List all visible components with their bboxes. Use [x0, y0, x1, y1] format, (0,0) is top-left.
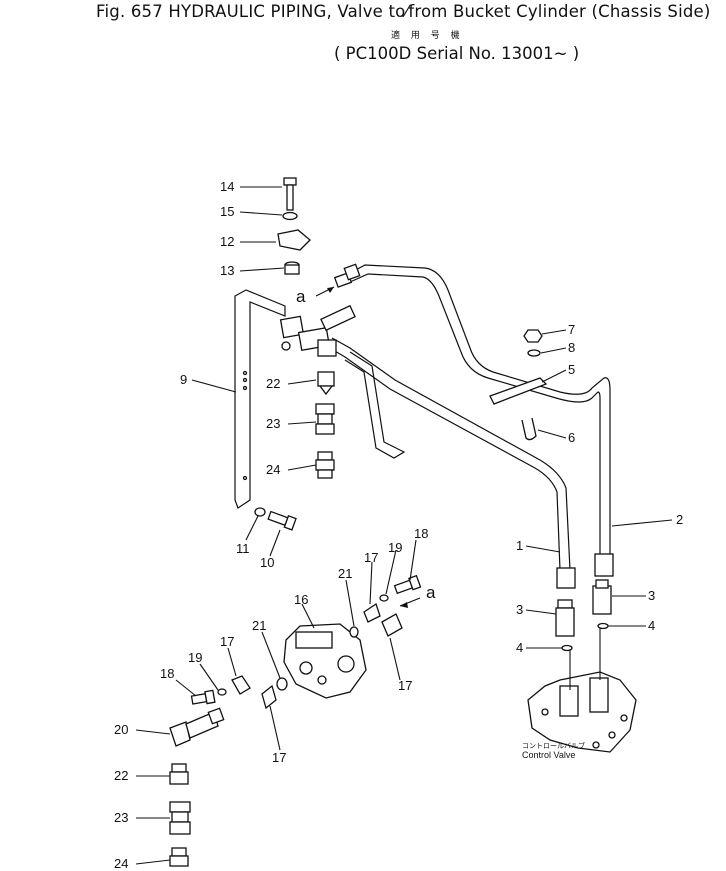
- bolt-18-left: [190, 689, 216, 705]
- nut-7: [523, 329, 543, 343]
- bracket-9: [234, 289, 286, 509]
- elbow-22-lower: [169, 763, 189, 785]
- callout-16: 16: [294, 592, 308, 607]
- view-marker-a-lower: a: [426, 583, 436, 602]
- elbow-20: [169, 707, 225, 747]
- hydraulic-pipe-1: [331, 337, 571, 571]
- callout-10: 10: [260, 555, 274, 570]
- callout-21-left: 21: [252, 618, 266, 633]
- applicable-models-jp: 適 用 号 機: [391, 31, 464, 41]
- bracket-hole: [242, 370, 248, 376]
- flange-half-17-upper-left: [231, 675, 251, 695]
- leader-lines: [135, 186, 673, 865]
- valve-body-16: [283, 623, 367, 699]
- callout-11: 11: [236, 541, 250, 556]
- hydraulic-pipe-1-edge: [327, 346, 561, 571]
- callout-17-left-lower: 17: [272, 750, 286, 765]
- clamp-12: [277, 229, 311, 251]
- figure-title: Fig. 657 HYDRAULIC PIPING, Valve to⁄from…: [96, 2, 711, 21]
- bracket-hole: [242, 385, 248, 391]
- o-ring-21-right: [349, 626, 359, 638]
- callout-3-left: 3: [516, 602, 523, 617]
- callout-21-right: 21: [338, 566, 352, 581]
- callout-1: 1: [516, 538, 523, 553]
- o-ring-4-right: [597, 622, 609, 630]
- callout-12: 12: [220, 234, 234, 249]
- spacer-13: [284, 261, 300, 275]
- flange-half-17-lower-left: [261, 684, 277, 710]
- adapter-3-right: [592, 579, 612, 615]
- flange-half-17-lower-right: [381, 613, 403, 637]
- elbow-22-upper: [317, 371, 335, 396]
- adapter-23-upper: [315, 403, 335, 435]
- hose-end-fitting: [333, 263, 361, 288]
- callout-4-right: 4: [648, 618, 655, 633]
- o-ring-21-left: [276, 677, 288, 691]
- callout-17-left-upper: 17: [220, 634, 234, 649]
- control-valve-label: Control Valve: [522, 750, 575, 760]
- callout-22-upper: 22: [266, 376, 280, 391]
- washer-8: [527, 349, 541, 357]
- callout-24-lower: 24: [114, 856, 128, 871]
- view-marker-a-upper: a: [296, 287, 306, 306]
- callout-22-lower: 22: [114, 768, 128, 783]
- nipple-24-lower: [169, 847, 189, 867]
- u-bolt-6: [521, 417, 537, 441]
- callout-17-right-lower: 17: [398, 678, 412, 693]
- bolt-14: [283, 177, 297, 211]
- washer-15: [282, 211, 298, 221]
- bracket-hole: [242, 475, 248, 481]
- washer-11: [254, 507, 266, 517]
- callout-7: 7: [568, 322, 575, 337]
- adapter-23-lower: [169, 801, 191, 835]
- hydraulic-pipe-2: [349, 264, 611, 555]
- bracket-hole: [242, 377, 248, 383]
- callout-2: 2: [676, 512, 683, 527]
- fitting-2-nut: [594, 553, 614, 577]
- flange-half-17-upper-right: [363, 602, 381, 623]
- callout-3-right: 3: [648, 588, 655, 603]
- washer-19-left: [217, 688, 227, 696]
- adapter-3-left: [555, 599, 575, 637]
- callout-9: 9: [180, 372, 187, 387]
- view-arrow-lower-head: [400, 602, 408, 608]
- callout-18-left: 18: [160, 666, 174, 681]
- callout-18-right: 18: [414, 526, 428, 541]
- callout-23-lower: 23: [114, 810, 128, 825]
- callout-17-right-upper: 17: [364, 550, 378, 565]
- callout-19-right: 19: [388, 540, 402, 555]
- hydraulic-pipe-2-edge: [349, 273, 601, 555]
- control-valve-label-jp: コントロールバルブ: [522, 741, 585, 750]
- bolt-10: [267, 510, 297, 531]
- callout-24-upper: 24: [266, 462, 280, 477]
- callout-15: 15: [220, 204, 234, 219]
- figure-header: Fig. 657 HYDRAULIC PIPING, Valve to⁄from…: [0, 0, 726, 80]
- pipe-bracket: [344, 351, 406, 459]
- plate-5: [489, 377, 548, 405]
- callout-4-left: 4: [516, 640, 523, 655]
- callout-5: 5: [568, 362, 575, 377]
- serial-number-range: ( PC100D Serial No. 13001~ ): [334, 44, 580, 63]
- callout-23-upper: 23: [266, 416, 280, 431]
- callout-20: 20: [114, 722, 128, 737]
- callout-14: 14: [220, 179, 234, 194]
- control-valve: [527, 671, 637, 753]
- bolt-18-right: [393, 574, 422, 595]
- callout-19-left: 19: [188, 650, 202, 665]
- fitting-1-nut: [556, 567, 576, 589]
- nipple-24-upper: [315, 451, 335, 479]
- o-ring-4-left: [561, 644, 573, 652]
- callout-8: 8: [568, 340, 575, 355]
- view-arrow-head: [327, 287, 334, 293]
- washer-19-right: [379, 594, 389, 602]
- callout-13: 13: [220, 263, 234, 278]
- junction-block: [279, 304, 356, 357]
- callout-6: 6: [568, 430, 575, 445]
